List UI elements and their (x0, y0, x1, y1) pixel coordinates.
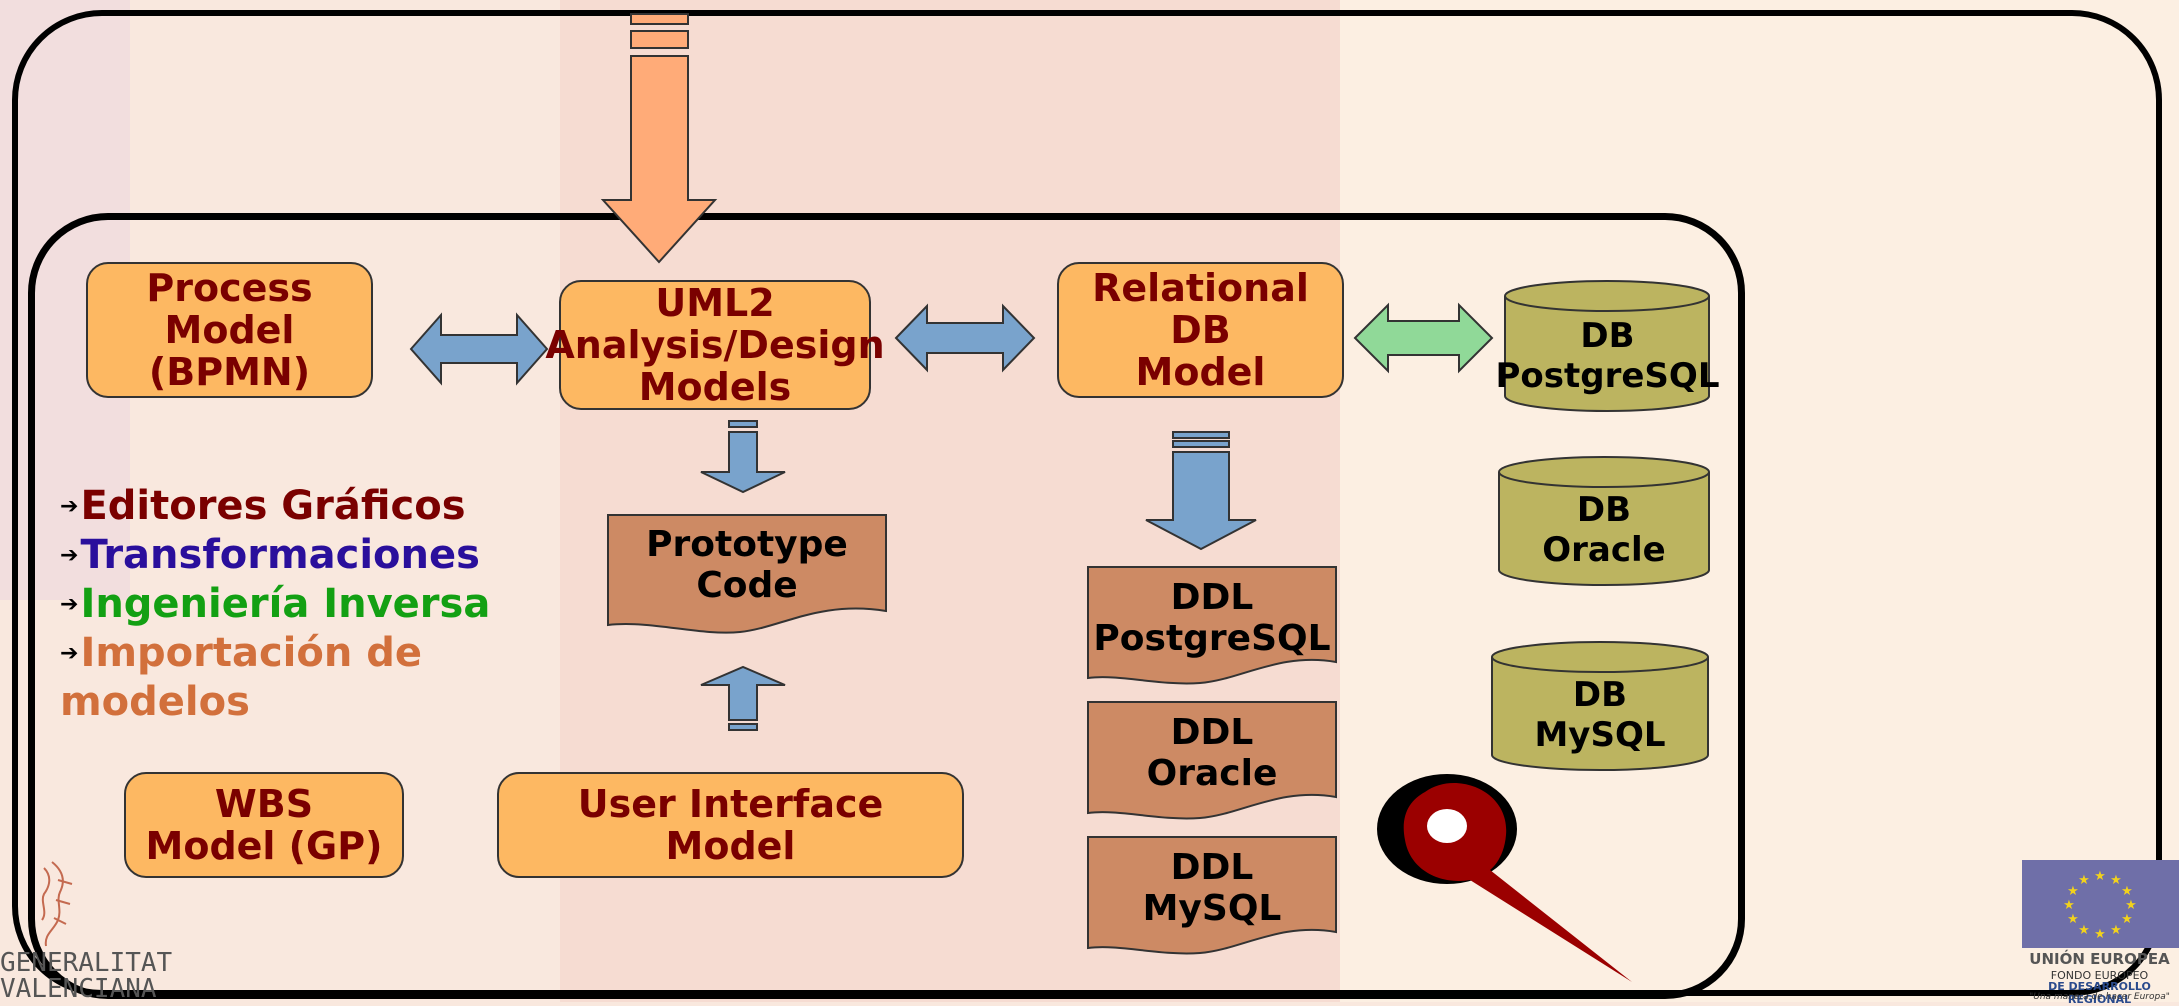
feature-item-editores: ➔Editores Gráficos (60, 482, 620, 531)
double-arrow-process-uml (409, 312, 549, 386)
svg-text:★: ★ (2078, 873, 2090, 888)
doc-shape-ddl-postgresql (1087, 566, 1337, 685)
doc-shape-prototype-code (607, 514, 887, 634)
ddl-oracle-label[interactable]: DDL Oracle (1146, 712, 1278, 794)
ddl-postgresql-label[interactable]: DDL PostgreSQL (1093, 577, 1331, 659)
db-postgresql-label[interactable]: DB PostgreSQL (1495, 316, 1720, 396)
arrow-bullet-icon: ➔ (60, 592, 79, 617)
eu-motto: "Una manera de hacer Europa" (2029, 992, 2170, 1002)
svg-text:★: ★ (2125, 898, 2137, 913)
relational-db-model-box[interactable]: Relational DB Model (1057, 262, 1344, 398)
svg-text:★: ★ (2078, 923, 2090, 938)
cylinder-db-mysql (1491, 641, 1709, 771)
map-pin-icon (1377, 774, 1632, 982)
incoming-orange-arrow (600, 13, 718, 264)
generalitat-line1: GENERALITAT (0, 948, 173, 978)
svg-text:★: ★ (2094, 927, 2106, 942)
double-arrow-uml-relational (894, 303, 1036, 373)
arrow-uml-to-prototype (700, 420, 786, 494)
prototype-code-label[interactable]: Prototype Code (646, 524, 848, 606)
generalitat-line2: VALENCIANA (0, 974, 157, 1004)
svg-text:★: ★ (2094, 869, 2106, 884)
svg-text:★: ★ (2110, 923, 2122, 938)
feature-text: Ingeniería Inversa (80, 581, 491, 627)
feature-item-ingenieria: ➔Ingeniería Inversa (60, 580, 620, 629)
cylinder-db-oracle (1498, 456, 1710, 586)
svg-text:★: ★ (2063, 898, 2075, 913)
doc-shape-ddl-mysql (1087, 836, 1337, 955)
process-model-box[interactable]: Process Model (BPMN) (86, 262, 373, 398)
arrow-bullet-icon: ➔ (60, 494, 79, 519)
wbs-model-box[interactable]: WBS Model (GP) (124, 772, 404, 878)
db-mysql-label[interactable]: DB MySQL (1534, 675, 1666, 755)
inner-frame (28, 213, 1745, 999)
arrow-relational-to-ddl (1145, 431, 1257, 551)
feature-text: Importación de modelos (60, 630, 423, 725)
eu-flag-icon: ★ ★ ★ ★ ★ ★ ★ ★ ★ ★ ★ ★ (2022, 860, 2179, 948)
svg-text:★: ★ (2121, 912, 2133, 927)
user-interface-model-box[interactable]: User Interface Model (497, 772, 964, 878)
eu-fund-line1: FONDO EUROPEO (2050, 969, 2149, 982)
feature-text: Transformaciones (80, 532, 480, 578)
arrow-bullet-icon: ➔ (60, 543, 79, 568)
double-arrow-relational-db (1353, 302, 1494, 374)
feature-text: Editores Gráficos (80, 483, 466, 529)
db-oracle-label[interactable]: DB Oracle (1542, 490, 1666, 570)
svg-text:★: ★ (2067, 912, 2079, 927)
cylinder-db-postgresql (1504, 280, 1710, 412)
eu-title: UNIÓN EUROPEA (2029, 950, 2170, 968)
arrow-ui-to-prototype (700, 665, 786, 731)
svg-text:★: ★ (2067, 884, 2079, 899)
feature-item-transformaciones: ➔Transformaciones (60, 531, 620, 580)
generalitat-emblem-icon (41, 861, 73, 947)
feature-item-importacion: ➔Importación de modelos (60, 629, 480, 726)
doc-shape-ddl-oracle (1087, 701, 1337, 820)
ddl-mysql-label[interactable]: DDL MySQL (1142, 847, 1282, 929)
uml2-models-box[interactable]: UML2 Analysis/Design Models (545, 280, 885, 410)
svg-text:★: ★ (2110, 873, 2122, 888)
svg-text:★: ★ (2121, 884, 2133, 899)
arrow-bullet-icon: ➔ (60, 641, 79, 666)
feature-list: ➔Editores Gráficos ➔Transformaciones ➔In… (60, 482, 620, 726)
